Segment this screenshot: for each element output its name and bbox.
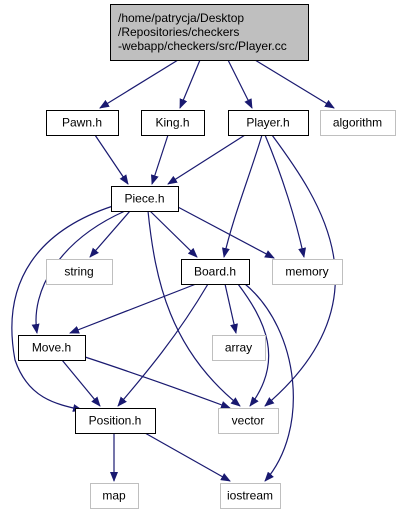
edge-board-h-to-iostream bbox=[244, 283, 294, 482]
node-label-string: string bbox=[64, 265, 93, 279]
edge-piece-h-to-vector bbox=[147, 210, 241, 407]
node-piece-h[interactable]: Piece.h bbox=[111, 186, 179, 212]
node-box-array bbox=[212, 335, 266, 361]
node-box-piece-h bbox=[111, 186, 179, 212]
node-label-board-h: Board.h bbox=[194, 265, 236, 279]
node-array: array bbox=[212, 335, 266, 361]
node-position-h[interactable]: Position.h bbox=[75, 408, 156, 434]
edge-root-to-king-h bbox=[179, 59, 201, 109]
edge-piece-h-to-position-h bbox=[11, 205, 114, 412]
node-label-root-line-2: /Repositories/checkers bbox=[118, 25, 239, 39]
edge-king-h-to-piece-h bbox=[150, 134, 169, 185]
node-vector: vector bbox=[218, 408, 279, 434]
node-box-pawn-h bbox=[46, 110, 119, 136]
edge-root-to-algorithm bbox=[254, 59, 335, 109]
node-label-array: array bbox=[225, 341, 252, 355]
node-label-player-h: Player.h bbox=[246, 116, 289, 130]
node-box-king-h bbox=[141, 110, 205, 136]
edge-board-h-to-position-h bbox=[117, 283, 209, 407]
node-box-root bbox=[110, 4, 309, 61]
edge-move-h-to-vector bbox=[84, 356, 231, 409]
edge-board-h-to-array bbox=[224, 283, 238, 334]
edge-move-h-to-position-h bbox=[61, 359, 101, 407]
node-box-iostream bbox=[220, 483, 281, 509]
node-algorithm: algorithm bbox=[320, 110, 396, 136]
node-label-position-h: Position.h bbox=[89, 414, 142, 428]
node-player-h[interactable]: Player.h bbox=[228, 110, 309, 136]
node-king-h[interactable]: King.h bbox=[141, 110, 205, 136]
node-memory: memory bbox=[272, 259, 343, 285]
node-box-string bbox=[46, 259, 113, 285]
node-pawn-h[interactable]: Pawn.h bbox=[46, 110, 119, 136]
edge-piece-h-to-string bbox=[89, 210, 131, 258]
node-label-move-h: Move.h bbox=[32, 341, 71, 355]
node-label-king-h: King.h bbox=[155, 116, 189, 130]
node-box-memory bbox=[272, 259, 343, 285]
edge-piece-h-to-board-h bbox=[149, 210, 198, 258]
node-label-map: map bbox=[102, 489, 126, 503]
node-label-vector: vector bbox=[232, 414, 265, 428]
edge-player-h-to-board-h bbox=[221, 134, 263, 258]
node-label-iostream: iostream bbox=[227, 489, 273, 503]
node-map: map bbox=[90, 483, 139, 509]
edge-player-h-to-vector bbox=[264, 134, 336, 407]
node-box-map bbox=[90, 483, 139, 509]
node-box-move-h bbox=[18, 335, 86, 361]
node-box-position-h bbox=[75, 408, 156, 434]
edge-pawn-h-to-piece-h bbox=[94, 134, 129, 185]
edge-piece-h-to-memory bbox=[175, 205, 275, 259]
edge-board-h-to-vector bbox=[237, 283, 270, 407]
node-label-memory: memory bbox=[285, 265, 328, 279]
node-label-root-line-1: /home/patrycja/Desktop bbox=[118, 11, 244, 25]
node-label-pawn-h: Pawn.h bbox=[62, 116, 102, 130]
node-label-piece-h: Piece.h bbox=[124, 192, 164, 206]
edge-position-h-to-iostream bbox=[144, 432, 231, 482]
node-string: string bbox=[46, 259, 113, 285]
node-iostream: iostream bbox=[220, 483, 281, 509]
edge-root-to-player-h bbox=[227, 59, 253, 109]
node-box-player-h bbox=[228, 110, 309, 136]
edge-root-to-pawn-h bbox=[99, 59, 179, 109]
node-box-algorithm bbox=[320, 110, 396, 136]
node-box-board-h bbox=[181, 259, 250, 285]
node-label-algorithm: algorithm bbox=[333, 116, 382, 130]
edge-player-h-to-piece-h bbox=[167, 134, 246, 185]
node-root[interactable]: /home/patrycja/Desktop/Repositories/chec… bbox=[110, 4, 309, 61]
node-board-h[interactable]: Board.h bbox=[181, 259, 250, 285]
node-label-root-line-3: -webapp/checkers/src/Player.cc bbox=[118, 39, 287, 53]
edge-player-h-to-memory bbox=[264, 134, 307, 258]
nodes-layer: /home/patrycja/Desktop/Repositories/chec… bbox=[18, 4, 396, 509]
node-move-h[interactable]: Move.h bbox=[18, 335, 86, 361]
node-box-vector bbox=[218, 408, 279, 434]
edge-board-h-to-move-h bbox=[69, 283, 197, 334]
